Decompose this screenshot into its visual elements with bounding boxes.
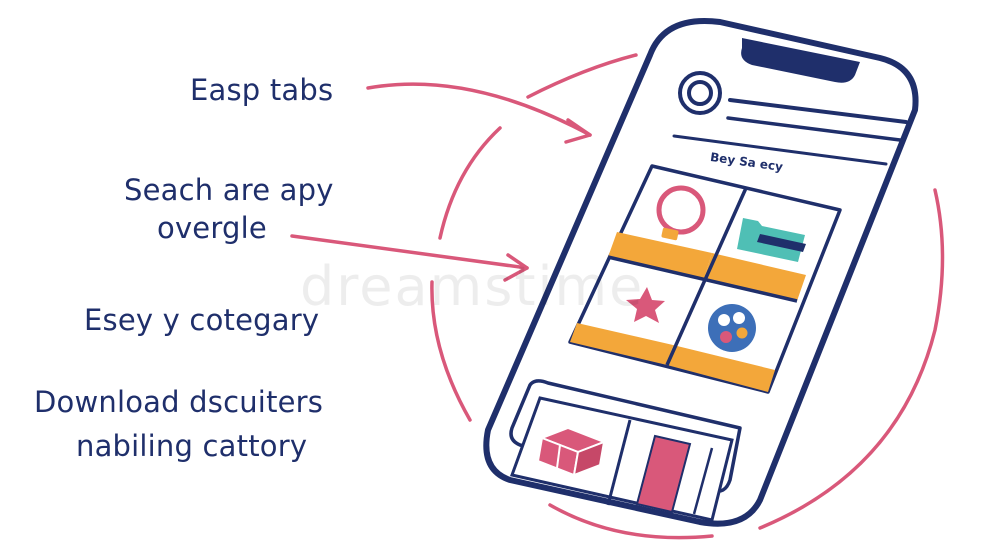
header-line-2 <box>726 116 902 142</box>
tile-star-bar <box>570 323 673 365</box>
arrow-to-tabs <box>366 82 592 144</box>
star-icon <box>626 287 665 323</box>
download-panel <box>509 379 742 522</box>
progress-bar <box>635 434 692 514</box>
magnifier-icon <box>656 185 706 241</box>
label-search-line2: overgle <box>157 211 267 245</box>
palette-icon <box>708 304 756 352</box>
folder-icon <box>737 218 806 262</box>
category-grid <box>568 164 842 394</box>
label-category-text: Esey y cotegary <box>84 303 320 337</box>
tile-folder-bar <box>704 253 806 301</box>
download-divider <box>606 419 632 506</box>
arrow-to-search <box>290 234 529 282</box>
label-search: Seach are apy overgle <box>124 171 334 247</box>
camera-ring-outer <box>678 71 722 115</box>
background-circle <box>430 53 945 540</box>
grid-divider-horizontal <box>607 255 798 303</box>
phone: Bey Sa ecy <box>483 18 919 527</box>
tile-search-bar <box>608 232 712 279</box>
label-download: Download dscuiters nabiling cattory <box>34 383 323 465</box>
tile-palette-bar <box>667 345 775 392</box>
phone-notch <box>741 38 860 83</box>
grid-divider-vertical <box>665 187 748 366</box>
label-download-line2: nabiling cattory <box>76 429 308 463</box>
download-line-right <box>692 447 714 515</box>
header-line-1 <box>728 98 908 124</box>
label-download-line1: Download dscuiters <box>34 385 324 419</box>
header-line-3 <box>672 134 888 166</box>
label-tabs: Easp tabs <box>190 71 333 109</box>
camera-ring-inner <box>687 80 713 106</box>
watermark: dreamstime <box>300 255 645 318</box>
package-icon <box>536 426 607 477</box>
label-category: Esey y cotegary <box>84 301 319 339</box>
label-search-line1: Seach are apy <box>124 173 334 207</box>
label-tabs-text: Easp tabs <box>190 73 334 107</box>
